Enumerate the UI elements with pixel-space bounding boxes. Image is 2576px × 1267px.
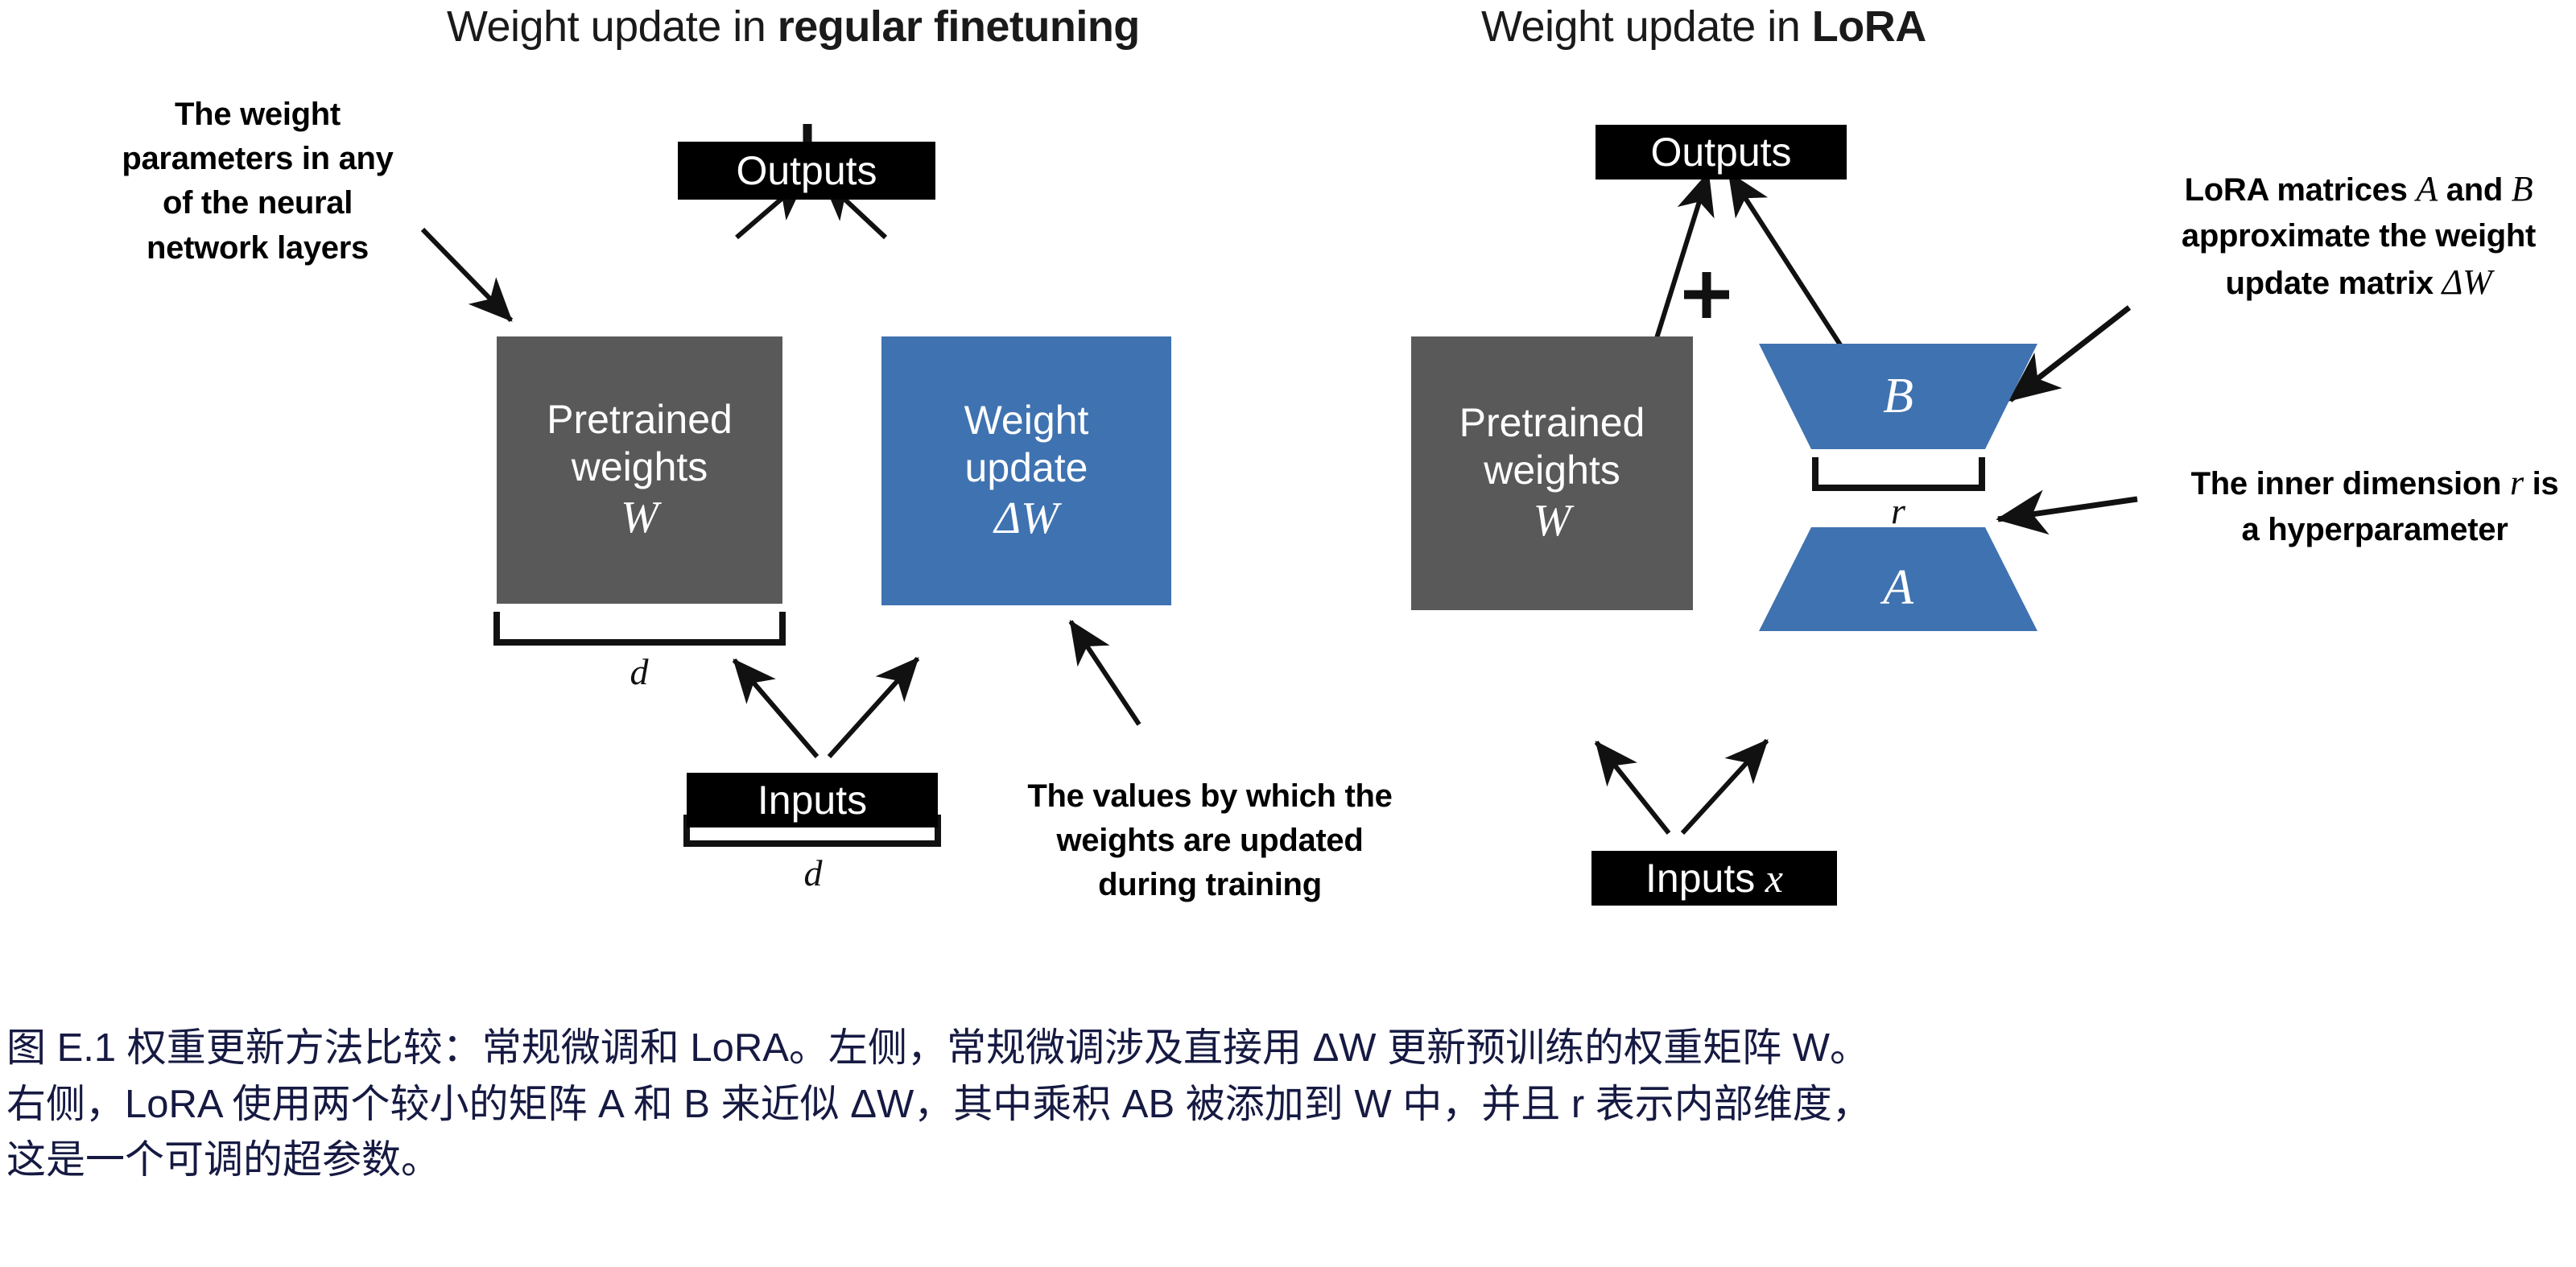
inputs-box-right: Inputs x xyxy=(1591,851,1837,906)
plus-sign-right xyxy=(1684,272,1729,318)
matrix-a-label: A xyxy=(1883,560,1913,615)
right-panel-title-prefix: Weight update in xyxy=(1481,2,1812,51)
pretrained-weights-line1-left: Pretrained xyxy=(547,396,733,442)
outputs-label-right: Outputs xyxy=(1650,129,1792,175)
pretrained-weights-line2-right: weights xyxy=(1484,447,1620,493)
inputs-symbol-right: x xyxy=(1765,855,1783,901)
weight-update-line2: update xyxy=(964,444,1088,490)
arrow-inputs-to-blue-left xyxy=(827,656,920,759)
matrix-b-trapezoid: B xyxy=(1757,342,2039,451)
caption-line-3: 这是一个可调的超参数。 xyxy=(6,1138,441,1182)
dimension-r-label: r xyxy=(1891,490,1905,531)
pretrained-weights-symbol-left: W xyxy=(621,492,658,543)
arrow-gray-to-outputs-right xyxy=(1650,171,1715,352)
dimension-d-under-weights: d xyxy=(630,651,649,692)
right-panel-title-emphasis: LoRA xyxy=(1811,2,1926,51)
matrix-b-shape xyxy=(1759,344,2037,449)
callout-inner-dimension: The inner dimension r is a hyperparamete… xyxy=(2174,459,2576,552)
matrix-a-shape xyxy=(1759,527,2037,631)
bracket-d-weights xyxy=(493,612,786,646)
left-panel-title: Weight update in regular finetuning xyxy=(447,2,1140,52)
left-panel-title-prefix: Weight update in xyxy=(447,2,778,51)
inputs-label-left: Inputs xyxy=(757,777,868,823)
pretrained-weights-line1-right: Pretrained xyxy=(1459,399,1645,445)
matrix-a-trapezoid: A xyxy=(1757,526,2039,633)
inputs-label-right-wrap: Inputs x xyxy=(1645,855,1783,902)
arrow-weight-params xyxy=(420,227,514,323)
callout-lora-matrices: LoRA matrices A and B approximate the we… xyxy=(2141,165,2576,307)
outputs-box-left: Outputs xyxy=(678,142,935,200)
weight-update-box-left: Weight update ΔW xyxy=(881,336,1171,605)
pretrained-weights-line2-left: weights xyxy=(571,444,708,489)
callout-weight-parameters: The weight parameters in any of the neur… xyxy=(122,97,394,266)
weight-update-symbol: ΔW xyxy=(994,493,1059,543)
callout-lora-matrices-line3: update matrix ΔW xyxy=(2225,262,2492,302)
inputs-label-right: Inputs xyxy=(1645,855,1756,901)
arrow-inputs-to-a-right xyxy=(1680,738,1769,836)
pretrained-weights-box-right: Pretrained weights W xyxy=(1411,336,1693,610)
arrow-b-to-outputs-right xyxy=(1727,171,1854,364)
figure-caption: 图 E.1 权重更新方法比较：常规微调和 LoRA。左侧，常规微调涉及直接用 Δ… xyxy=(6,1021,2576,1189)
callout-lora-matrices-line2: approximate the weight xyxy=(2181,217,2537,254)
arrow-inputs-to-gray-left xyxy=(732,658,819,758)
right-panel-title: Weight update in LoRA xyxy=(1481,2,1926,52)
arrow-inner-dimension-to-r xyxy=(1996,489,2138,535)
arrow-values-to-blue xyxy=(1068,620,1141,726)
callout-inner-dimension-line1: The inner dimension r is xyxy=(2190,463,2559,502)
callout-lora-matrices-line1: LoRA matrices A and B xyxy=(2184,169,2533,208)
callout-inner-dimension-line2: a hyperparameter xyxy=(2241,511,2508,547)
left-panel-title-emphasis: regular finetuning xyxy=(777,2,1141,51)
matrix-b-label: B xyxy=(1883,369,1913,423)
inputs-box-left: Inputs xyxy=(687,773,938,827)
arrow-inputs-to-gray-right xyxy=(1594,741,1671,835)
caption-line-1: 图 E.1 权重更新方法比较：常规微调和 LoRA。左侧，常规微调涉及直接用 Δ… xyxy=(6,1026,1870,1070)
pretrained-weights-symbol-right: W xyxy=(1533,495,1571,546)
weight-update-line1: Weight xyxy=(964,397,1089,443)
caption-line-2: 右侧，LoRA 使用两个较小的矩阵 A 和 B 来近似 ΔW，其中乘积 AB 被… xyxy=(6,1082,1872,1126)
dimension-d-under-inputs: d xyxy=(803,852,823,894)
outputs-label-left: Outputs xyxy=(736,147,877,193)
bracket-r xyxy=(1812,457,1985,491)
pretrained-weights-box-left: Pretrained weights W xyxy=(497,336,782,604)
callout-values-updated: The values by which the weights are upda… xyxy=(1027,778,1393,903)
outputs-box-right: Outputs xyxy=(1596,125,1847,180)
